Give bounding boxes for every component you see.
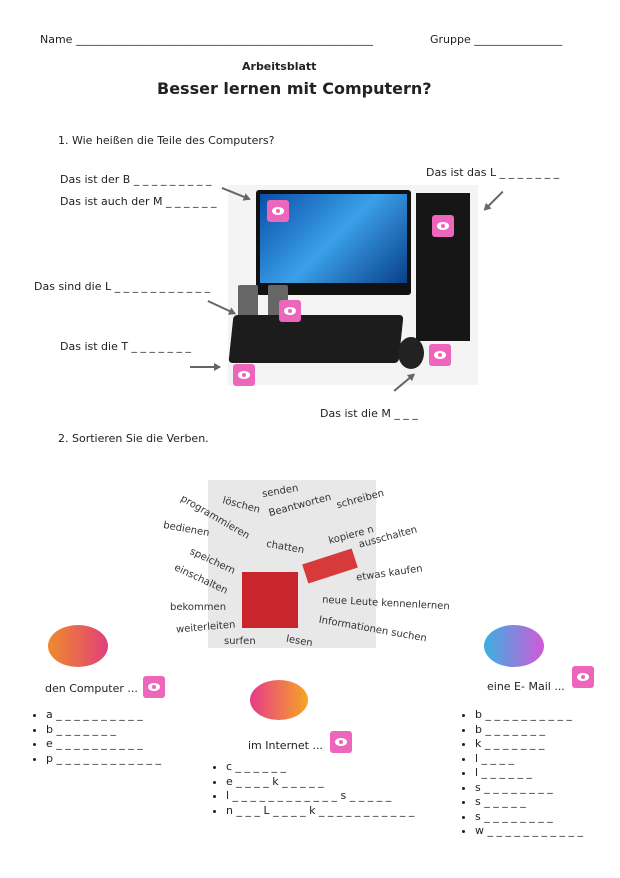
list-item: s _ _ _ _ _ _ _ _ (475, 781, 583, 796)
eye-icon[interactable] (432, 215, 454, 237)
group-title-computer: den Computer ... (45, 682, 138, 695)
label-lautsprecher: Das sind die L _ _ _ _ _ _ _ _ _ _ _ (34, 280, 211, 293)
eye-icon[interactable] (279, 300, 301, 322)
list-item: e _ _ _ _ _ _ _ _ _ _ (46, 737, 161, 752)
list-item: n _ _ _ L _ _ _ _ k _ _ _ _ _ _ _ _ _ _ … (226, 804, 414, 819)
name-field[interactable]: Name ___________________________________… (40, 33, 373, 46)
label-bildschirm: Das ist der B _ _ _ _ _ _ _ _ _ (60, 173, 212, 186)
list-item: l _ _ _ _ _ _ (475, 766, 583, 781)
eye-icon[interactable] (330, 731, 352, 753)
eye-icon[interactable] (267, 200, 289, 222)
group-title-email: eine E- Mail ... (487, 680, 565, 693)
arrow-icon (484, 191, 504, 211)
group-field[interactable]: Gruppe ________________ (430, 33, 563, 46)
internet-illustration (250, 680, 308, 720)
eye-icon[interactable] (429, 344, 451, 366)
subtitle: Arbeitsblatt (242, 60, 317, 73)
label-maus: Das ist die M _ _ _ (320, 407, 418, 420)
word: surfen (224, 636, 256, 647)
email-illustration (484, 625, 544, 667)
arrow-icon (190, 363, 221, 370)
list-item: p _ _ _ _ _ _ _ _ _ _ _ _ (46, 752, 161, 767)
list-item: b _ _ _ _ _ _ _ (46, 723, 161, 738)
list-item: b _ _ _ _ _ _ _ _ _ _ (475, 708, 583, 723)
list-item: s _ _ _ _ _ _ _ _ (475, 810, 583, 825)
word: bedienen (162, 520, 211, 539)
group-title-internet: im Internet ... (248, 739, 323, 752)
list-item: w _ _ _ _ _ _ _ _ _ _ _ (475, 824, 583, 839)
list-item: a _ _ _ _ _ _ _ _ _ _ (46, 708, 161, 723)
group-list-computer: a _ _ _ _ _ _ _ _ _ _ b _ _ _ _ _ _ _ e … (32, 708, 161, 766)
label-tastatur: Das ist die T _ _ _ _ _ _ _ (60, 340, 192, 353)
word: bekommen (170, 602, 227, 613)
computer-illustration (48, 625, 108, 667)
verb-word-cloud (208, 480, 376, 648)
eye-icon[interactable] (233, 364, 255, 386)
label-laufwerk: Das ist das L _ _ _ _ _ _ _ (426, 166, 560, 179)
eye-icon[interactable] (572, 666, 594, 688)
group-list-internet: c _ _ _ _ _ _ e _ _ _ _ k _ _ _ _ _ l _ … (212, 760, 414, 818)
question-2: 2. Sortieren Sie die Verben. (58, 432, 209, 445)
list-item: c _ _ _ _ _ _ (226, 760, 414, 775)
question-1: 1. Wie heißen die Teile des Computers? (58, 134, 275, 147)
group-list-email: b _ _ _ _ _ _ _ _ _ _ b _ _ _ _ _ _ _ k … (461, 708, 583, 839)
list-item: l _ _ _ _ _ _ _ _ _ _ _ _ s _ _ _ _ _ (226, 789, 414, 804)
list-item: l _ _ _ _ (475, 752, 583, 767)
eye-icon[interactable] (143, 676, 165, 698)
page-title: Besser lernen mit Computern? (157, 79, 432, 98)
label-monitor: Das ist auch der M _ _ _ _ _ _ (60, 195, 217, 208)
list-item: s _ _ _ _ _ (475, 795, 583, 810)
list-item: e _ _ _ _ k _ _ _ _ _ (226, 775, 414, 790)
list-item: b _ _ _ _ _ _ _ (475, 723, 583, 738)
list-item: k _ _ _ _ _ _ _ (475, 737, 583, 752)
